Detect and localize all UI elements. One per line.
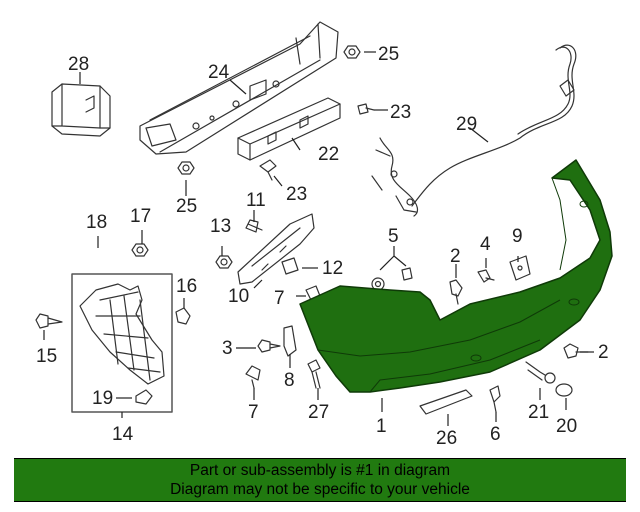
part-29-wiring-harness [371, 44, 577, 217]
note-line-2: Diagram may not be specific to your vehi… [170, 481, 470, 498]
part-3-screw [257, 339, 281, 353]
part-12-clip [281, 257, 299, 275]
callout-27: 27 [308, 402, 329, 423]
callout-labels: 28 24 25 23 29 22 23 25 11 13 17 18 10 1… [36, 44, 609, 449]
callout-11: 11 [246, 190, 266, 211]
part-16-clip [175, 307, 191, 325]
callout-7-lower: 7 [248, 402, 259, 423]
callout-5: 5 [388, 226, 399, 247]
callout-17: 17 [130, 206, 151, 227]
part-26-reflector [419, 389, 473, 415]
callout-2-right: 2 [598, 342, 609, 363]
part-20-cover [555, 383, 573, 397]
callout-4: 4 [480, 234, 491, 255]
callout-28: 28 [68, 54, 89, 75]
callout-14: 14 [112, 424, 134, 445]
parts-diagram: 28 24 25 23 29 22 23 25 11 13 17 18 10 1… [35, 21, 613, 449]
callout-13: 13 [210, 216, 231, 237]
part-15-bolt [35, 313, 63, 329]
callout-23-top: 23 [390, 102, 411, 123]
part-1-bumper-cover [299, 159, 613, 393]
callout-1: 1 [376, 416, 387, 437]
part-5-clips [371, 267, 413, 291]
callout-10: 10 [228, 286, 249, 307]
part-11-bolt [245, 219, 263, 233]
callout-19: 19 [92, 388, 113, 409]
callout-3: 3 [222, 338, 233, 359]
part-27-bolt [307, 359, 321, 389]
callout-24: 24 [208, 62, 230, 83]
callout-29: 29 [456, 114, 477, 135]
callout-15: 15 [36, 346, 57, 367]
callout-23-mid: 23 [286, 184, 307, 205]
callout-25-top: 25 [378, 44, 399, 65]
callout-6: 6 [490, 424, 501, 445]
part-23-clip-mid [259, 159, 277, 181]
part-2-bolt-right [563, 343, 589, 359]
part-17-nut [131, 243, 149, 257]
note-line-1: Part or sub-assembly is #1 in diagram [189, 462, 451, 479]
callout-2-upper: 2 [450, 246, 461, 267]
leader-lines [43, 51, 594, 426]
callout-9: 9 [512, 226, 523, 247]
callout-20: 20 [556, 416, 577, 437]
diagram-note-banner: Part or sub-assembly is #1 in diagram Di… [14, 458, 626, 502]
part-28-sensor-module [51, 83, 111, 137]
callout-7-upper: 7 [274, 288, 285, 309]
part-22-energy-absorber [237, 97, 341, 161]
part-13-nut [215, 255, 233, 269]
part-25-nut-left [177, 161, 195, 175]
part-19-clip [135, 389, 153, 405]
part-18-side-bracket [79, 283, 165, 385]
callout-25-left: 25 [176, 196, 197, 217]
callout-21: 21 [528, 402, 549, 423]
callout-12: 12 [322, 258, 343, 279]
part-8-bracket [283, 325, 297, 357]
callout-18: 18 [86, 212, 107, 233]
part-7-clip-lower [245, 365, 261, 389]
part-25-nut-top [343, 45, 361, 59]
part-4-bolt [477, 269, 495, 283]
part-9-retainer [509, 255, 531, 281]
callout-26: 26 [436, 428, 457, 449]
callout-22: 22 [318, 144, 339, 165]
part-2-bolt-upper [449, 279, 463, 305]
part-21-tow-eye [525, 361, 556, 384]
callout-16: 16 [176, 276, 197, 297]
part-23-clip-top [357, 103, 375, 115]
callout-8: 8 [284, 370, 295, 391]
part-10-bracket [237, 213, 315, 285]
part-6-clip [489, 385, 501, 413]
